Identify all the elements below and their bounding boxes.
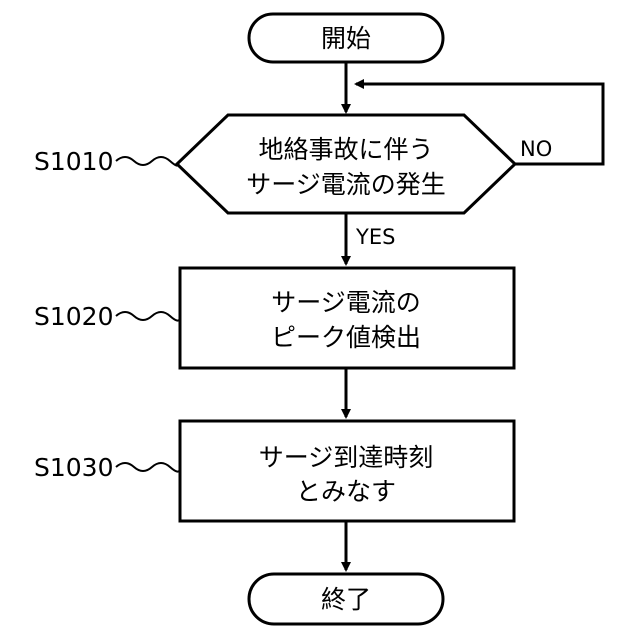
start-terminal-label: 開始 <box>321 24 371 53</box>
process-s1030-line1: サージ到達時刻 <box>259 443 434 472</box>
process-s1030-line2: とみなす <box>296 477 396 506</box>
process-s1020 <box>180 268 514 368</box>
decision-s1010-line1: 地絡事故に伴う <box>258 135 433 164</box>
end-terminal-label: 終了 <box>321 585 371 614</box>
leader-s1010 <box>116 157 178 166</box>
branch-label-yes: YES <box>355 225 395 249</box>
step-label-s1020: S1020 <box>34 302 114 331</box>
process-s1020-line2: ピーク値検出 <box>271 323 421 352</box>
branch-label-no: NO <box>520 137 552 161</box>
process-s1020-line1: サージ電流の <box>271 288 421 317</box>
leader-s1020 <box>116 312 180 321</box>
step-label-s1010: S1010 <box>34 147 114 176</box>
step-label-s1030: S1030 <box>34 453 114 482</box>
decision-s1010-line2: サージ電流の発生 <box>246 170 446 199</box>
leader-s1030 <box>116 463 180 472</box>
